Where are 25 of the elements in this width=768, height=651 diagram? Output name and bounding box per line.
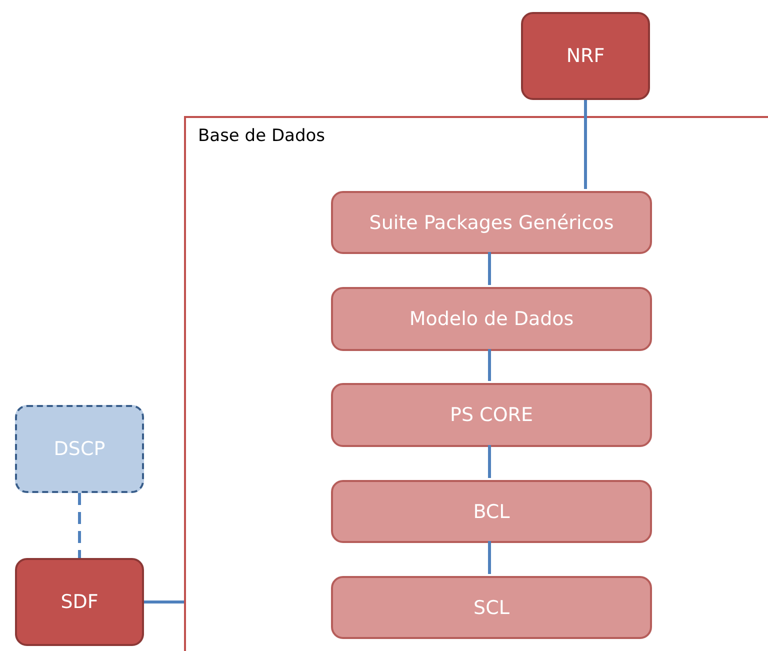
connector-line — [488, 252, 491, 285]
layer-box — [331, 480, 652, 543]
layer-box — [331, 576, 652, 639]
container-frame — [184, 116, 768, 651]
connector-line — [78, 493, 81, 558]
connector-line — [488, 445, 491, 478]
layer-box — [331, 191, 652, 254]
node-label: PS CORE — [450, 404, 533, 426]
layer-box — [331, 287, 652, 351]
node-label: Suite Packages Genéricos — [369, 212, 614, 234]
layer-box — [331, 383, 652, 447]
process-box — [15, 558, 144, 646]
node-label: SCL — [474, 596, 510, 618]
connector-line — [488, 349, 491, 381]
process-box — [521, 12, 650, 100]
connector-line — [144, 600, 184, 604]
node-label: SDF — [60, 591, 98, 613]
node-label: BCL — [473, 500, 510, 522]
node-label: Modelo de Dados — [409, 308, 574, 330]
node-label: DSCP — [54, 438, 106, 460]
connector-line — [584, 100, 587, 189]
group-title: Base de Dados — [198, 126, 326, 146]
connector-line — [488, 541, 491, 574]
dashed-box — [15, 405, 144, 493]
node-label: NRF — [566, 45, 605, 67]
